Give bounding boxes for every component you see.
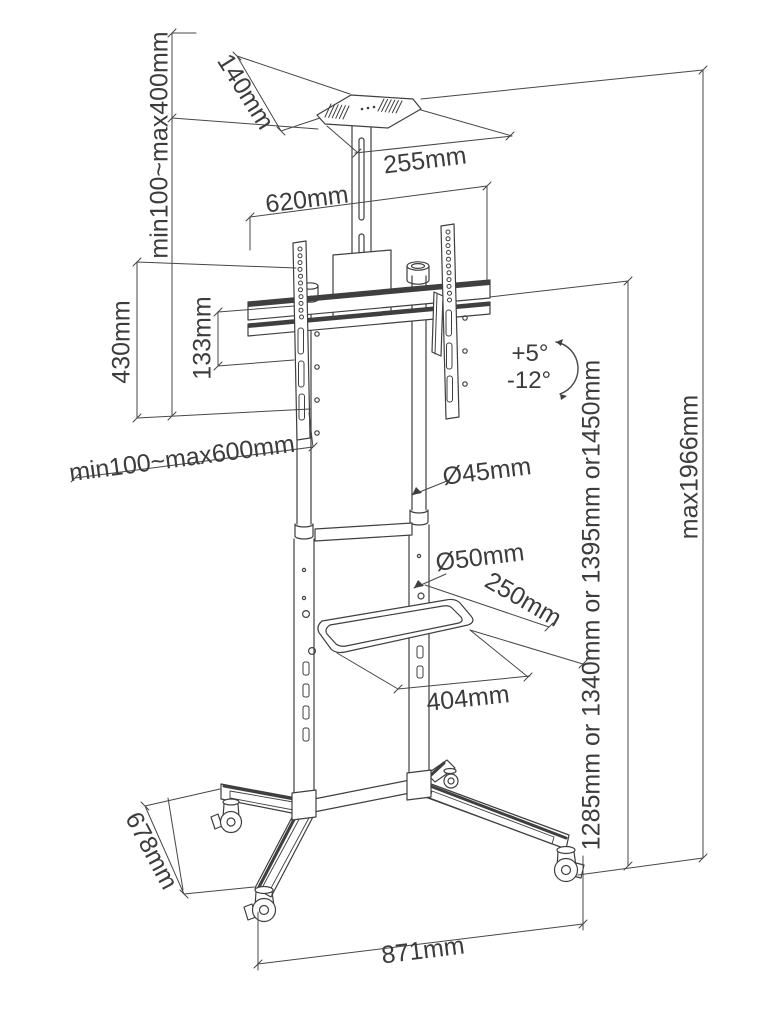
caster-front-right	[553, 845, 585, 883]
dim-pole-leaders	[411, 480, 448, 589]
dim-label-tilt-up: +5°	[511, 340, 549, 367]
dim-base-depth-lines	[140, 788, 255, 899]
lower-pole-left	[293, 538, 315, 807]
dim-vesa-range-lines	[70, 412, 318, 483]
rail-knob-right	[406, 261, 430, 285]
tilt-latch	[431, 291, 444, 357]
dim-bracket-height-lines	[132, 257, 311, 423]
dim-tray-width-lines	[326, 109, 515, 158]
caster-rear-left	[210, 798, 243, 834]
dim-rail-width-lines	[245, 181, 492, 282]
tray-vent-right	[377, 98, 403, 114]
dim-label-tilt-down: -12°	[506, 367, 552, 394]
column-feet	[291, 769, 432, 821]
dim-shelf-depth-lines	[424, 584, 588, 669]
mount-rail-top	[247, 279, 491, 321]
tray-vent-left	[324, 103, 350, 120]
caster-rear-right	[443, 767, 459, 789]
dim-shelf-width-lines	[336, 629, 533, 694]
leg-front-right	[419, 780, 570, 850]
dim-label-rail-span: 133mm	[188, 296, 217, 380]
tilt-arc	[555, 339, 579, 400]
camera-tray	[316, 94, 422, 129]
dim-rail-span-lines	[213, 305, 295, 371]
mid-crossbar	[314, 522, 413, 542]
tray-holes	[360, 105, 376, 111]
mount-rail-bottom	[247, 301, 491, 337]
pole-collar-left	[294, 523, 314, 540]
lower-pole-right	[408, 524, 430, 787]
dim-max-height-lines	[420, 65, 708, 876]
caster-front-left	[243, 885, 277, 923]
vesa-bracket-left	[292, 240, 320, 441]
dim-label-tray-height-range: min100~max400mm	[145, 31, 174, 259]
dim-label-column-height-options: 1285mm or 1340mm or 1395mm or1450mm	[577, 359, 606, 851]
base-crossbar	[313, 779, 411, 813]
dim-base-width-lines	[253, 855, 588, 971]
leg-rear-right	[426, 759, 456, 783]
laptop-shelf	[302, 592, 474, 655]
dim-label-max-height: max1966mm	[675, 394, 704, 540]
dim-tray-depth-lines	[232, 51, 351, 136]
shelf-slot-dashes	[302, 645, 424, 742]
dimension-lines	[70, 28, 708, 971]
pole-collar-right	[409, 509, 429, 526]
dim-label-bracket-height: 430mm	[107, 300, 136, 384]
vesa-bracket-right	[440, 223, 468, 420]
